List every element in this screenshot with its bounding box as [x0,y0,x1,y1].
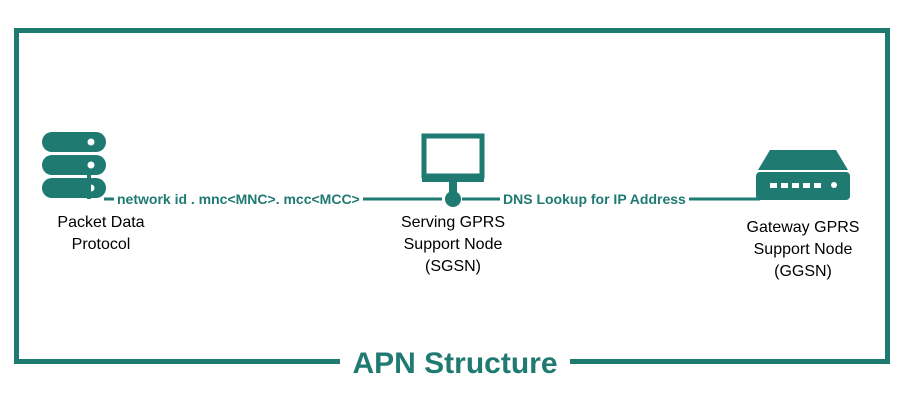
edge-label-network-id: network id . mnc<MNC>. mcc<MCC> [114,190,363,208]
node-label-ggsn-line-3: (GGSN) [774,263,832,280]
title-wrap: APN Structure [0,344,910,384]
node-label-sgsn-line-2: Support Node [403,236,503,253]
node-label-sgsn: Serving GPRS Support Node (SGSN) [382,212,524,278]
network-gateway-device-icon [756,150,850,200]
node-label-ggsn-line-1: Gateway GPRS [746,219,860,236]
node-label-pdp: Packet Data Protocol [30,212,172,256]
node-label-pdp-line-1: Packet Data [57,214,145,231]
page-title: APN Structure [340,344,570,384]
edge-label-dns-lookup: DNS Lookup for IP Address [500,190,689,208]
node-label-ggsn: Gateway GPRS Support Node (GGSN) [732,217,874,283]
database-server-icon [42,132,106,199]
node-label-pdp-line-2: Protocol [71,236,131,253]
node-label-ggsn-line-2: Support Node [753,241,853,258]
node-label-sgsn-line-1: Serving GPRS [400,214,506,231]
computer-monitor-network-icon [421,133,485,207]
node-label-sgsn-line-3: (SGSN) [425,258,481,275]
